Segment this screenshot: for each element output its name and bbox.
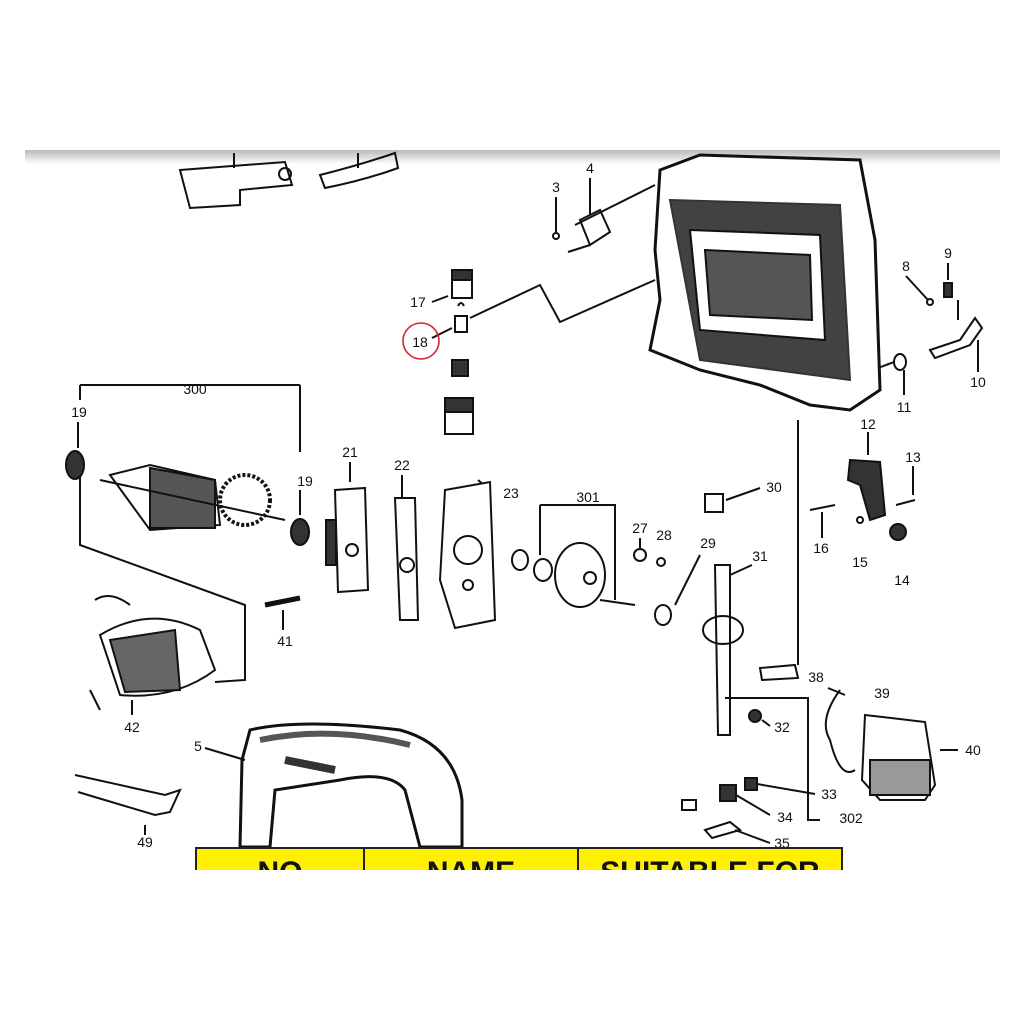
part-top-handle [178, 153, 294, 210]
part-label-4: 4 [586, 160, 594, 176]
part-label-32: 32 [774, 719, 790, 735]
part-label-13: 13 [905, 449, 921, 465]
part-label-49: 49 [137, 834, 153, 850]
part-housing [648, 153, 882, 412]
part-label-39: 39 [874, 685, 890, 701]
column-header-name: NAME [365, 849, 579, 870]
part-label-27: 27 [632, 520, 648, 536]
part-label-33: 33 [821, 786, 837, 802]
part-label-15: 15 [852, 554, 868, 570]
part-label-28: 28 [656, 527, 672, 543]
part-label-30: 30 [766, 479, 782, 495]
part-label-29: 29 [700, 535, 716, 551]
part-label-5: 5 [194, 738, 202, 754]
part-label-21: 21 [342, 444, 358, 460]
highlight-circle [402, 322, 440, 360]
column-header-no: NO [197, 849, 365, 870]
part-label-17: 17 [410, 294, 426, 310]
part-label-302: 302 [839, 810, 863, 826]
part-label-18: 18 [412, 334, 428, 350]
part-label-301: 301 [576, 489, 600, 505]
part-label-9: 9 [944, 245, 952, 261]
column-header-suitable-for: SUITABLE FOR [579, 849, 841, 870]
part-label-22: 22 [394, 457, 410, 473]
part-label-19b: 19 [297, 473, 313, 489]
part-label-23: 23 [503, 485, 519, 501]
part-label-34: 34 [777, 809, 793, 825]
parts-table-header: NO NAME SUITABLE FOR [195, 847, 843, 870]
part-label-42: 42 [124, 719, 140, 735]
part-label-11: 11 [896, 399, 912, 415]
part-label-40: 40 [965, 742, 981, 758]
part-label-38: 38 [808, 669, 824, 685]
part-label-300: 300 [183, 381, 207, 397]
part-label-10: 10 [970, 374, 986, 390]
part-label-19a: 19 [71, 404, 87, 420]
part-label-3: 3 [552, 179, 560, 195]
part-top-cable [318, 151, 400, 190]
part-label-41: 41 [277, 633, 293, 649]
part-label-8: 8 [902, 258, 910, 274]
part-label-14: 14 [894, 572, 910, 588]
part-label-16: 16 [813, 540, 829, 556]
part-label-31: 31 [752, 548, 768, 564]
part-label-12: 12 [860, 416, 876, 432]
